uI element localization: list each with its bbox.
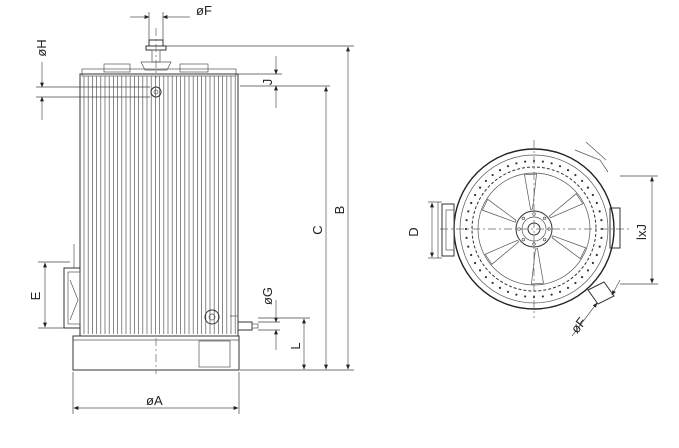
stud-dot [595, 253, 598, 257]
dim-d: D [406, 201, 442, 259]
dim-dia-g: øG [258, 287, 280, 350]
stud-dot [467, 210, 470, 213]
top-cap [81, 68, 237, 77]
dim-j-label: J [260, 79, 275, 86]
plan-left-burner [437, 202, 455, 258]
stud-dot [600, 219, 603, 222]
dim-e-label: E [28, 291, 43, 300]
stud-dot [467, 245, 470, 248]
stud-dot [515, 162, 518, 165]
dia-h-label: øH [34, 39, 49, 56]
dim-lxj: lxJ [620, 175, 658, 285]
stud-dot [498, 286, 502, 289]
dim-e: E [28, 261, 70, 329]
stud-dot [491, 281, 494, 285]
lifting-lug-right [179, 63, 209, 73]
dia-f-top-label: øF [196, 3, 212, 18]
dim-c: C [310, 86, 328, 370]
plan-right-outlet [574, 141, 621, 249]
plan-radial-baffles [481, 173, 587, 285]
stud-dot [591, 193, 594, 197]
plan-stud-ring [464, 159, 604, 299]
stud-dot [474, 261, 477, 265]
stud-dot [574, 173, 577, 177]
dim-dia-h: øH [34, 39, 150, 120]
base-access-panel [198, 340, 231, 368]
dia-g-label: øG [260, 287, 275, 305]
boiler-body [79, 68, 239, 337]
flue-outlet-top [140, 28, 172, 78]
side-elevation-view [63, 28, 259, 374]
burner-left-side [63, 244, 81, 329]
dim-d-label: D [406, 227, 421, 236]
plan-view [437, 140, 630, 318]
stud-dot [598, 210, 601, 213]
dim-l: L [258, 317, 310, 370]
flange-bolt [521, 216, 526, 221]
dim-dia-f-plan: øF [568, 279, 621, 337]
stud-dot [566, 286, 570, 289]
dia-a-label: øA [146, 393, 163, 408]
stud-dot [465, 236, 468, 239]
stud-dot [580, 275, 584, 279]
stud-dot [484, 179, 488, 183]
dim-dia-f-top: øF [130, 3, 212, 40]
stud-dot [470, 201, 473, 205]
stud-dot [541, 295, 544, 298]
stud-dot [464, 227, 468, 231]
flange-bolt [532, 212, 536, 216]
stud-dot [591, 261, 594, 265]
stud-dot [515, 293, 518, 296]
stud-dot [580, 179, 584, 183]
stud-dot [550, 162, 553, 165]
dim-j: J [238, 56, 330, 108]
baffle [548, 193, 584, 219]
dim-lxj-label: lxJ [634, 224, 649, 240]
dim-l-label: L [288, 342, 303, 349]
stud-dot [465, 219, 468, 222]
flange-bolt [521, 237, 526, 242]
stud-dot [558, 165, 562, 168]
dim-b: B [166, 45, 354, 371]
stud-dot [541, 160, 544, 163]
stud-dot [491, 173, 494, 177]
stud-dot [595, 201, 598, 205]
stud-dot [474, 193, 477, 197]
stud-dot [478, 186, 482, 189]
side-nozzle-h [150, 86, 162, 98]
lifting-lug-left [103, 63, 131, 73]
stud-dot [586, 269, 590, 272]
baffle [484, 239, 520, 265]
baffle [524, 173, 537, 210]
stud-dot [506, 290, 510, 293]
vertical-ribs [83, 76, 236, 334]
flange-bolt [542, 216, 547, 221]
stud-dot [524, 295, 527, 298]
stud-dot [598, 245, 601, 248]
stud-dot [558, 290, 562, 293]
stud-dot [566, 169, 570, 172]
stud-dot [478, 269, 482, 272]
baffle [531, 248, 544, 285]
flange-bolt [517, 227, 521, 231]
plan-flue-stub [587, 281, 615, 305]
stud-dot [600, 236, 603, 239]
stud-dot [574, 281, 577, 285]
flange-bolt [542, 237, 547, 242]
drain-connection [204, 309, 259, 331]
stud-dot [506, 165, 510, 168]
dim-b-label: B [332, 206, 347, 215]
stud-dot [470, 253, 473, 257]
stud-dot [484, 275, 488, 279]
stud-dot [524, 160, 527, 163]
stud-dot [550, 293, 553, 296]
baffle [481, 198, 517, 223]
dim-c-label: C [310, 225, 325, 234]
dim-dia-a: øA [72, 372, 240, 414]
baffle [551, 235, 587, 260]
stud-dot [498, 169, 502, 172]
stud-dot [586, 186, 590, 189]
